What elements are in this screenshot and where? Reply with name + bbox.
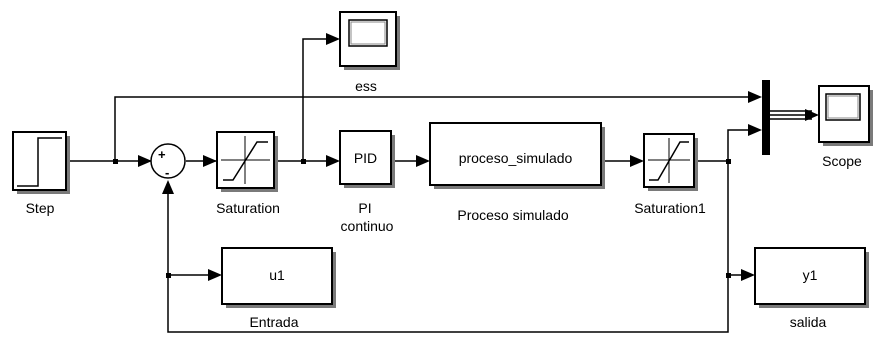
- proceso-simulado-block[interactable]: proceso_simulado: [429, 122, 605, 189]
- entrada-label: Entrada: [249, 314, 298, 330]
- scope-screen-icon: [827, 95, 859, 119]
- arrowhead: [203, 155, 217, 167]
- arrowhead: [416, 155, 430, 167]
- ess-scope-block[interactable]: [339, 11, 400, 70]
- pid-text: PID: [354, 150, 377, 166]
- arrowhead: [138, 155, 152, 167]
- wire-saturation1-mux: [695, 129, 755, 162]
- wire-ess: [302, 38, 330, 161]
- wire-y1: [727, 161, 745, 276]
- wire-feedback: [167, 184, 729, 333]
- sum-minus-sign: -: [165, 165, 169, 180]
- arrowhead: [326, 155, 340, 167]
- saturation1-label: Saturation1: [634, 200, 706, 216]
- sum-block[interactable]: + -: [150, 143, 186, 180]
- scope-screen-icon: [348, 19, 388, 47]
- y1-text: y1: [803, 267, 818, 283]
- arrowhead: [208, 269, 222, 281]
- arrowhead: [748, 124, 762, 136]
- junction-dots: [113, 159, 731, 278]
- arrowhead: [805, 109, 819, 121]
- pid-label-line2: continuo: [341, 218, 394, 234]
- step-label: Step: [26, 200, 55, 216]
- salida-label: salida: [790, 314, 827, 330]
- proceso-simulado-text: proceso_simulado: [459, 150, 573, 166]
- proceso-simulado-label: Proceso simulado: [457, 207, 568, 223]
- arrowhead: [326, 33, 340, 45]
- saturation-curve-icon: [223, 141, 268, 181]
- u1-text: u1: [269, 267, 285, 283]
- scope-block[interactable]: [818, 85, 873, 146]
- step-icon: [17, 137, 62, 187]
- mux-block[interactable]: [762, 80, 770, 155]
- arrowhead: [748, 91, 762, 103]
- junction-dot: [301, 159, 306, 164]
- junction-dot: [726, 273, 731, 278]
- arrowhead: [741, 269, 755, 281]
- scope-screen-icon: [825, 93, 861, 121]
- pid-block[interactable]: PID: [339, 130, 395, 188]
- saturation-block[interactable]: [216, 131, 278, 192]
- arrowhead: [630, 155, 644, 167]
- saturation1-block[interactable]: [643, 133, 698, 191]
- y1-block[interactable]: y1: [754, 247, 869, 308]
- sum-plus-sign: +: [158, 147, 166, 162]
- arrowheads: [138, 33, 819, 281]
- saturation1-curve-icon: [649, 141, 689, 181]
- junction-dot: [726, 159, 731, 164]
- junction-dot: [166, 273, 171, 278]
- junction-dot: [113, 159, 118, 164]
- scope-screen-icon: [350, 21, 386, 45]
- pid-label-line1: PI: [358, 200, 371, 216]
- arrowhead: [162, 180, 174, 194]
- wire-step-mux: [114, 96, 755, 161]
- saturation-label: Saturation: [216, 200, 280, 216]
- ess-label: ess: [355, 78, 377, 94]
- step-block[interactable]: [12, 131, 70, 194]
- scope-label: Scope: [822, 153, 862, 169]
- u1-block[interactable]: u1: [221, 247, 336, 308]
